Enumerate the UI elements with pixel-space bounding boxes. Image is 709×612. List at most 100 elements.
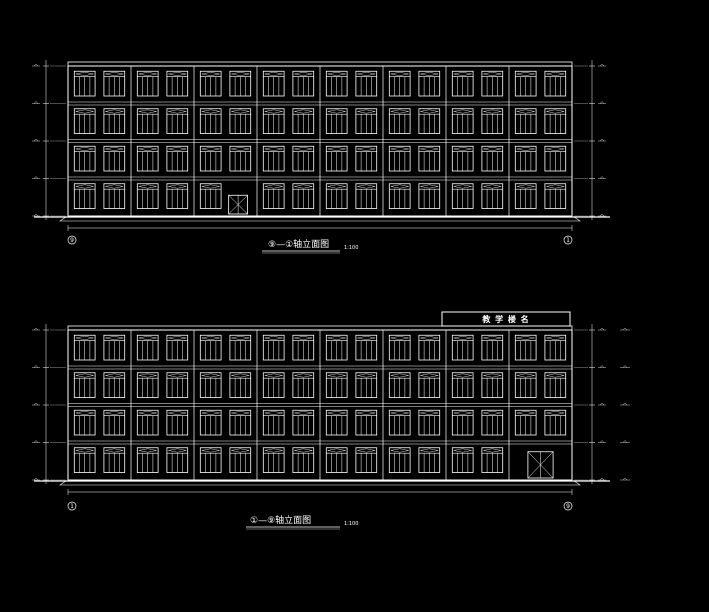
window-ornament <box>264 411 283 415</box>
window <box>451 70 474 97</box>
window-ornament <box>327 448 346 453</box>
window-ornament <box>105 448 124 453</box>
window <box>481 70 504 97</box>
door-swing <box>527 451 554 479</box>
window <box>544 409 567 436</box>
window <box>262 372 285 398</box>
elevation-2-axis-right-label: 9 <box>566 503 570 510</box>
window-ornament <box>264 147 283 151</box>
elevation-1-axis-left: 9 <box>67 235 77 245</box>
entrance-door <box>527 451 554 479</box>
window <box>103 108 126 134</box>
window <box>325 70 348 97</box>
window-ornament <box>546 336 565 340</box>
window <box>481 183 504 209</box>
window <box>325 183 348 209</box>
window-ornament <box>168 184 187 189</box>
window-ornament <box>294 184 313 189</box>
window <box>136 334 159 361</box>
window <box>418 334 441 361</box>
window-ornament <box>75 184 94 189</box>
window <box>103 447 126 473</box>
window-ornament <box>453 448 472 453</box>
level-symbol <box>599 327 605 331</box>
far-level-symbol <box>622 477 628 481</box>
window <box>325 334 348 361</box>
level-symbol <box>33 402 39 406</box>
door-swing <box>228 195 248 215</box>
window <box>73 70 96 97</box>
window <box>199 108 222 134</box>
window-ornament <box>75 448 94 453</box>
window <box>199 372 222 398</box>
window <box>73 145 96 172</box>
window <box>451 183 474 209</box>
window <box>166 70 189 97</box>
window <box>355 70 378 97</box>
window <box>103 409 126 436</box>
window-ornament <box>264 448 283 453</box>
window-ornament <box>483 147 502 151</box>
window-ornament <box>201 336 220 340</box>
far-level-symbol <box>622 365 628 368</box>
window <box>451 145 474 172</box>
window <box>544 145 567 172</box>
window <box>136 145 159 172</box>
window-ornament <box>294 411 313 415</box>
window-ornament <box>453 72 472 76</box>
window <box>514 108 537 134</box>
window-ornament <box>201 411 220 415</box>
level-symbol <box>33 213 39 217</box>
window <box>481 409 504 436</box>
window-ornament <box>483 448 502 453</box>
elevation-1 <box>32 60 610 231</box>
window-ornament <box>105 336 124 340</box>
window <box>514 145 537 172</box>
window <box>136 447 159 473</box>
elevation-2-axis-left-label: 1 <box>70 503 74 510</box>
window-ornament <box>138 448 157 453</box>
window <box>229 409 252 436</box>
window-ornament <box>516 411 535 415</box>
window <box>388 372 411 398</box>
window-ornament <box>546 109 565 114</box>
window-ornament <box>168 72 187 76</box>
window-ornament <box>201 373 220 378</box>
window <box>199 409 222 436</box>
window <box>292 108 315 134</box>
elevation-2 <box>32 324 630 495</box>
window-ornament <box>294 72 313 76</box>
window-ornament <box>327 184 346 189</box>
window-ornament <box>483 72 502 76</box>
window <box>292 447 315 473</box>
window-ornament <box>546 411 565 415</box>
window <box>136 409 159 436</box>
window-ornament <box>231 72 250 76</box>
window <box>451 409 474 436</box>
window <box>292 372 315 398</box>
window <box>262 447 285 473</box>
window-ornament <box>264 72 283 76</box>
window <box>166 145 189 172</box>
level-symbol <box>33 138 39 142</box>
window <box>103 334 126 361</box>
level-symbol <box>599 138 605 142</box>
level-symbol <box>599 365 605 368</box>
window-ornament <box>105 411 124 415</box>
window <box>199 145 222 172</box>
window <box>451 108 474 134</box>
window <box>166 334 189 361</box>
window-ornament <box>75 411 94 415</box>
elevation-2-title-group: ①—⑨轴立面图 1:100 <box>246 514 358 530</box>
window-ornament <box>105 72 124 76</box>
window-ornament <box>327 411 346 415</box>
window-ornament <box>483 184 502 189</box>
level-symbol <box>599 176 605 179</box>
window <box>544 70 567 97</box>
window-ornament <box>294 336 313 340</box>
window-ornament <box>516 373 535 378</box>
window-ornament <box>168 109 187 114</box>
window-ornament <box>201 72 220 76</box>
window <box>544 372 567 398</box>
level-symbol <box>599 213 605 217</box>
